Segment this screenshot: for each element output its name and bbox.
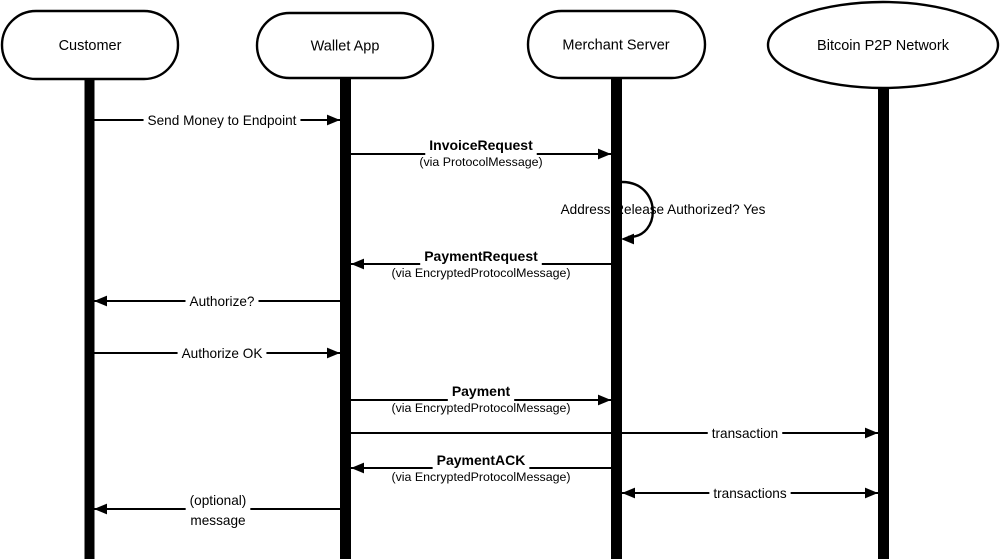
arrowhead-left	[94, 503, 107, 515]
arrowhead-left	[621, 233, 634, 245]
participant-customer[interactable]: Customer	[0, 9, 180, 81]
message-label: Payment	[452, 383, 511, 399]
message-optional-message: (optional) message	[94, 493, 340, 528]
arrowhead-left	[94, 295, 107, 307]
participant-box[interactable]	[526, 9, 707, 80]
message-label: PaymentRequest	[424, 248, 538, 264]
message-authorize-question: Authorize?	[94, 294, 340, 309]
participant-box[interactable]	[0, 9, 180, 81]
arrowhead-left	[351, 462, 364, 474]
message-sublabel: (via ProtocolMessage)	[419, 155, 542, 169]
participant-bitcoin-p2p[interactable]: Bitcoin P2P Network	[766, 0, 1000, 90]
arrowhead-left	[351, 258, 364, 270]
message-label: transaction	[712, 426, 779, 441]
message-label: PaymentACK	[437, 452, 526, 468]
message-address-release-authorized: Address Release Authorized? Yes	[561, 180, 766, 245]
message-payment-request: PaymentRequest (via EncryptedProtocolMess…	[351, 248, 611, 280]
message-label: Address Release Authorized? Yes	[561, 202, 766, 217]
message-label: InvoiceRequest	[429, 137, 533, 153]
participant-box[interactable]	[255, 11, 435, 80]
message-sublabel: (via EncryptedProtocolMessage)	[391, 470, 570, 484]
message-transactions: transactions	[622, 486, 878, 501]
participant-label: Customer	[59, 38, 122, 54]
arrowhead-right	[865, 427, 878, 439]
arrowhead-right	[598, 394, 611, 406]
arrowhead-right	[865, 487, 878, 499]
message-sublabel: (via EncryptedProtocolMessage)	[391, 266, 570, 280]
message-label: (optional)	[190, 493, 247, 508]
message-label: transactions	[713, 486, 786, 501]
arrowhead-left	[622, 487, 635, 499]
arrowhead-right	[598, 148, 611, 160]
participant-label: Merchant Server	[562, 37, 669, 53]
message-label: Send Money to Endpoint	[148, 113, 297, 128]
self-loop-path	[621, 180, 654, 239]
lifeline-merchant-server	[611, 78, 622, 559]
message-sublabel: (via EncryptedProtocolMessage)	[391, 401, 570, 415]
lifelines-layer	[84, 78, 889, 559]
arrowhead-right	[327, 114, 340, 126]
participant-wallet-app[interactable]: Wallet App	[255, 11, 435, 80]
arrowhead-right	[327, 347, 340, 359]
message-send-money-to-endpoint: Send Money to Endpoint	[94, 113, 340, 128]
message-sublabel: message	[190, 513, 245, 528]
lifeline-customer	[84, 79, 95, 559]
message-label: Authorize?	[190, 294, 255, 309]
message-authorize-ok: Authorize OK	[94, 346, 340, 361]
lifeline-bitcoin-p2p	[878, 87, 889, 559]
participant-ellipse[interactable]	[766, 0, 1000, 90]
message-payment-ack: PaymentACK (via EncryptedProtocolMessage)	[351, 452, 611, 484]
lifeline-wallet-app	[340, 78, 351, 559]
message-invoice-request: InvoiceRequest (via ProtocolMessage)	[351, 137, 611, 169]
message-label: Authorize OK	[182, 346, 263, 361]
message-transaction: transaction	[351, 426, 878, 441]
participant-merchant-server[interactable]: Merchant Server	[526, 9, 707, 80]
message-payment: Payment (via EncryptedProtocolMessage)	[351, 383, 611, 415]
nodes-layer: Customer Wallet App Merchant Server Bitcoin…	[0, 0, 1000, 90]
participant-label: Wallet App	[311, 38, 380, 54]
participant-label: Bitcoin P2P Network	[817, 38, 950, 54]
